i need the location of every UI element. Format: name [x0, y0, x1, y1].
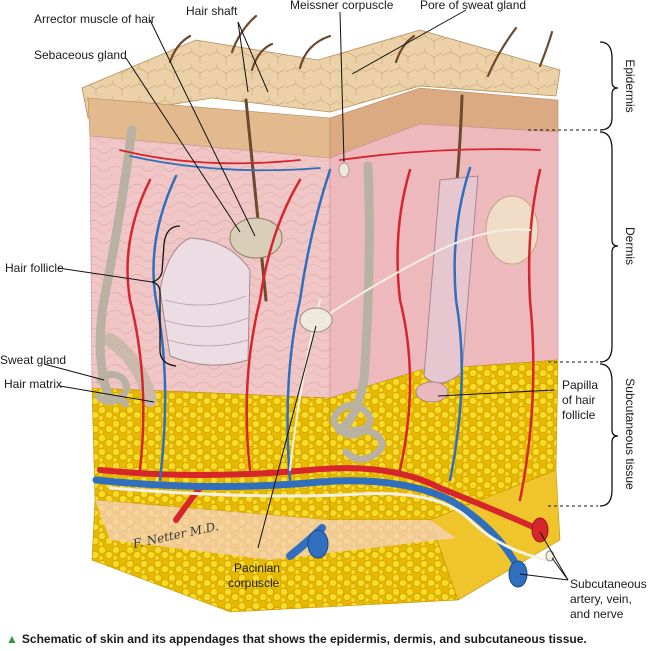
- label-subcut-line3: and nerve: [570, 607, 624, 621]
- label-papilla-line2: of hair: [562, 393, 595, 407]
- layer-braces: [599, 41, 619, 507]
- layer-boundary-lines: [528, 129, 598, 507]
- label-papilla-line1: Papilla: [562, 378, 598, 392]
- figure-caption: ▲Schematic of skin and its appendages th…: [6, 632, 646, 650]
- skin-block-illustration: F. Netter M.D.: [81, 14, 561, 613]
- pacinian-corpuscle: [299, 307, 333, 333]
- label-dermis: Dermis: [623, 227, 637, 265]
- label-subcut-line2: artery, vein,: [570, 592, 632, 606]
- label-sweat-gland: Sweat gland: [0, 353, 66, 367]
- label-papilla-line3: follicle: [562, 408, 596, 422]
- label-subcut-line1: Subcutaneous: [570, 577, 647, 591]
- left-hair-follicle: [103, 217, 283, 407]
- subcutaneous-lower-top: [95, 500, 456, 560]
- label-arrector-muscle: Arrector muscle of hair: [34, 12, 155, 26]
- label-subcutaneous-tissue: Subcutaneous tissue: [623, 378, 637, 490]
- caption-marker-icon: ▲: [6, 632, 18, 646]
- label-sweat-pore: Pore of sweat gland: [420, 0, 526, 12]
- structure-labels: Arrector muscle of hair Hair shaft Meiss…: [0, 0, 647, 621]
- arteries: [97, 148, 543, 533]
- label-hair-matrix: Hair matrix: [4, 377, 62, 391]
- label-pacinian-line2: corpuscle: [228, 576, 280, 590]
- label-meissner-corpuscle: Meissner corpuscle: [290, 0, 394, 12]
- layer-labels: Epidermis Dermis Subcutaneous tissue: [623, 59, 637, 490]
- leader-lines: [43, 9, 569, 581]
- dermis-brace: [599, 131, 619, 363]
- label-hair-follicle: Hair follicle: [5, 261, 64, 275]
- label-pacinian-line1: Pacinian: [234, 561, 280, 575]
- caption-text: Schematic of skin and its appendages tha…: [21, 632, 587, 646]
- label-hair-shaft: Hair shaft: [186, 4, 238, 18]
- meissner-corpuscle: [338, 162, 350, 178]
- sweat-ducts: [94, 125, 386, 463]
- epidermis-brace: [599, 41, 619, 131]
- subcutaneous-brace: [599, 363, 619, 507]
- hair-follicle-brace: [151, 225, 181, 367]
- label-sebaceous-gland: Sebaceous gland: [34, 48, 127, 62]
- label-epidermis: Epidermis: [623, 59, 637, 112]
